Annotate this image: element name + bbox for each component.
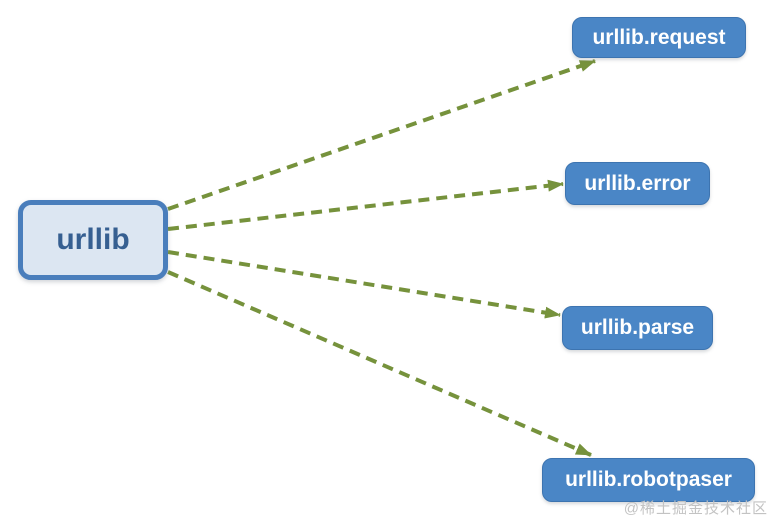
watermark: @稀土掘金技术社区 xyxy=(623,500,768,517)
edge-urllib-to-urllib.parse xyxy=(167,250,561,319)
node-urllib-parse-label: urllib.parse xyxy=(580,316,695,339)
edge-urllib-to-urllib.request xyxy=(167,59,596,211)
node-urllib-robotpaser-label: urllib.robotpaser xyxy=(565,468,732,491)
node-urllib-error-label: urllib.error xyxy=(584,171,691,195)
edge-urllib-to-urllib.robotpaser xyxy=(167,270,592,457)
node-urllib-label: urllib xyxy=(56,223,130,256)
node-urllib-error[interactable]: urllib.error xyxy=(565,162,710,205)
node-urllib-parse[interactable]: urllib.parse xyxy=(562,306,713,350)
node-urllib[interactable]: urllib xyxy=(18,200,168,280)
node-urllib-request[interactable]: urllib.request xyxy=(572,17,746,58)
node-urllib-robotpaser[interactable]: urllib.robotpaser xyxy=(542,458,755,502)
edge-urllib-to-urllib.error xyxy=(167,179,564,231)
node-urllib-request-label: urllib.request xyxy=(592,25,726,49)
